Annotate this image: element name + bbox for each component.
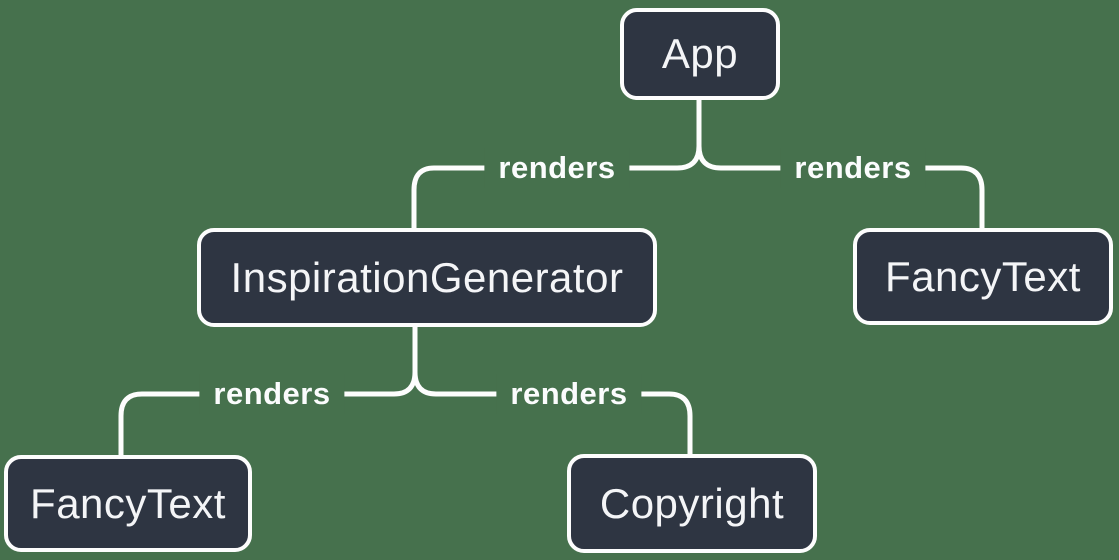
component-node-fancy-text-right: FancyText [853, 228, 1113, 325]
edge-label-inspirationgenerator-copyright: renders [496, 374, 642, 414]
edge-label-inspirationgenerator-fancytext: renders [199, 374, 345, 414]
node-label-inspiration-generator: InspirationGenerator [230, 253, 624, 301]
node-label-app: App [661, 30, 739, 77]
component-node-app: App [620, 8, 780, 100]
node-label-copyright: Copyright [599, 479, 785, 527]
node-label-fancy-text-right: FancyText [885, 252, 1081, 300]
component-node-fancy-text-left: FancyText [4, 455, 252, 552]
edge-label-app-inspirationgenerator: renders [484, 148, 630, 188]
component-node-inspiration-generator: InspirationGenerator [197, 228, 657, 327]
component-node-copyright: Copyright [567, 454, 817, 553]
edge-label-app-fancytext: renders [780, 148, 926, 188]
node-label-fancy-text-left: FancyText [30, 479, 226, 527]
